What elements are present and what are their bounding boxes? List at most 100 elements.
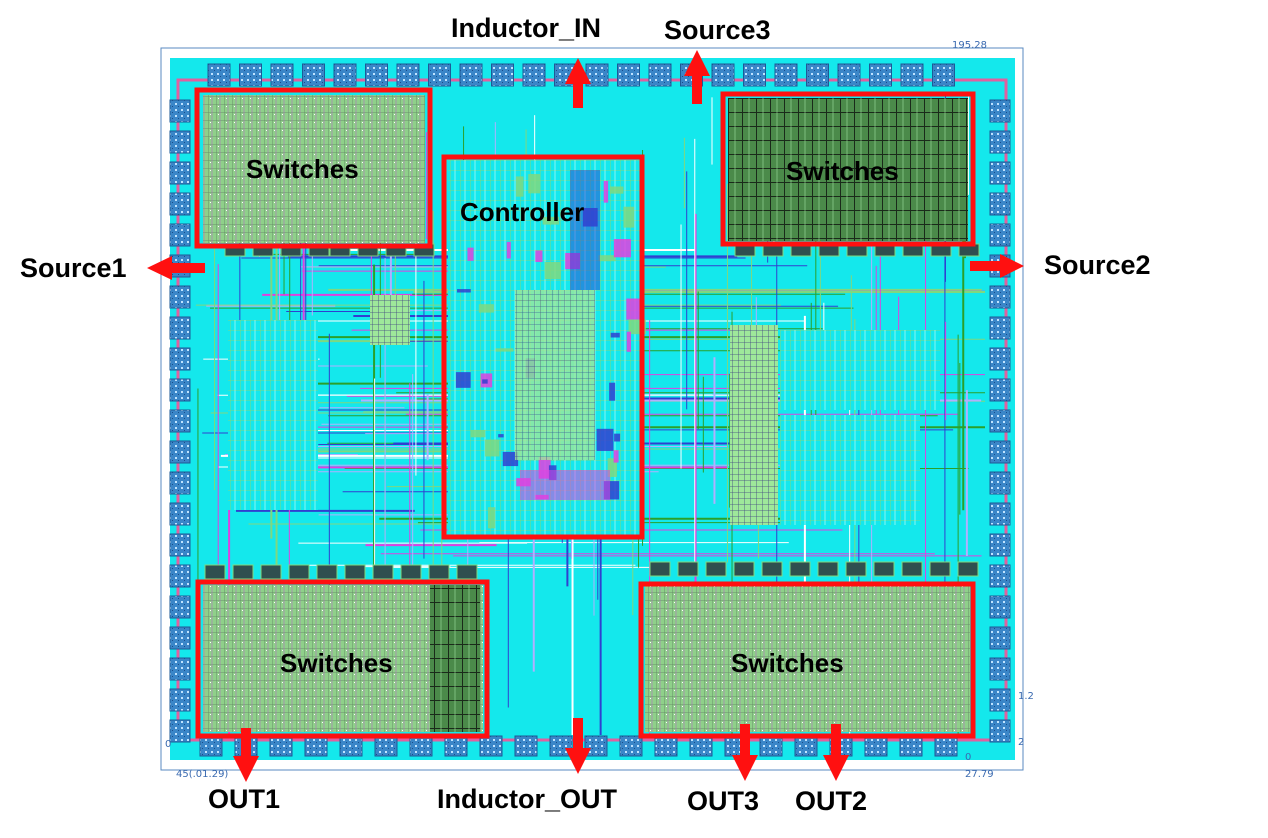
io-pad-top <box>711 63 735 87</box>
io-pad-top <box>648 63 672 87</box>
io-pad-left <box>169 347 191 371</box>
io-pad-left <box>169 223 191 247</box>
io-pad-right <box>989 130 1011 154</box>
io-pad-right <box>989 409 1011 433</box>
driver-cell <box>649 561 671 577</box>
arrow-out2 <box>823 724 849 781</box>
controller-cell <box>613 239 631 258</box>
io-pad-bottom <box>479 735 503 757</box>
arrow-inductor-in <box>565 58 591 108</box>
io-pad-right <box>989 440 1011 464</box>
controller-cells <box>455 170 646 529</box>
controller-cell <box>487 507 496 529</box>
io-pad-right <box>989 223 1011 247</box>
switches-box-bottom-left <box>195 579 490 739</box>
driver-cell <box>456 564 478 580</box>
controller-cell <box>598 255 616 262</box>
driver-cell <box>901 561 923 577</box>
controller-cell <box>542 216 560 225</box>
ruler-bottom-left-coord: 45(.01.29) <box>176 769 229 780</box>
driver-cell <box>288 564 310 580</box>
arrow-source3 <box>684 50 710 104</box>
io-pad-bottom <box>584 735 608 757</box>
io-pad-right <box>989 502 1011 526</box>
io-pad-bottom <box>899 735 923 757</box>
io-pad-top <box>869 63 892 87</box>
io-pad-top <box>270 63 294 87</box>
io-pad-top <box>333 63 357 87</box>
controller-cell <box>455 372 471 388</box>
io-pad-top <box>428 63 451 87</box>
io-pad-top <box>617 63 640 87</box>
driver-cell <box>260 564 282 580</box>
io-pad-left <box>169 533 191 557</box>
io-pad-top <box>837 63 861 87</box>
io-pad-ring <box>169 63 1011 757</box>
driver-cell <box>204 564 226 580</box>
io-pad-bottom <box>444 735 468 757</box>
controller-cell <box>626 298 641 320</box>
controller-core <box>515 290 595 460</box>
block-label-switches-bottom-right: Switches <box>731 648 844 678</box>
cell-region-left <box>228 320 318 510</box>
controller-output-bank <box>520 470 610 500</box>
io-pad-top <box>900 63 924 87</box>
controller-cell <box>609 382 616 401</box>
io-pad-right <box>989 347 1011 371</box>
controller-cell <box>544 261 561 280</box>
cell-region-right-mid <box>780 330 940 410</box>
io-pad-right <box>989 626 1011 650</box>
io-pad-left <box>169 688 191 712</box>
io-pad-right <box>989 595 1011 619</box>
driver-cell <box>733 561 755 577</box>
io-pad-bottom <box>934 735 958 757</box>
io-pad-left <box>169 316 191 340</box>
driver-cell <box>677 561 699 577</box>
io-pad-right <box>989 99 1011 123</box>
arrow-source2 <box>970 254 1024 278</box>
io-pad-right <box>989 285 1011 309</box>
arrow-inductor-out <box>565 718 591 774</box>
pin-label-source3: Source3 <box>664 15 771 45</box>
io-pad-bottom <box>374 735 398 757</box>
switches-box-top-right <box>720 91 976 247</box>
io-pad-top <box>365 63 388 87</box>
switches-box-top-left <box>194 87 433 249</box>
io-pad-bottom <box>199 735 223 757</box>
cell-region-right-upper <box>730 325 778 415</box>
io-pad-right <box>989 719 1011 743</box>
io-pad-bottom <box>269 735 293 757</box>
arrow-source1 <box>147 256 205 280</box>
driver-cell <box>873 561 895 577</box>
io-pad-bottom <box>514 735 538 757</box>
block-label-controller: Controller <box>460 197 585 227</box>
driver-cell <box>705 561 727 577</box>
switches-box-bottom-right <box>638 581 976 739</box>
io-pad-top <box>396 63 420 87</box>
ruler-right-zero: 0 <box>965 752 972 763</box>
io-pad-right <box>989 316 1011 340</box>
driver-cell <box>316 564 338 580</box>
controller-cell <box>502 451 519 467</box>
controller-cell <box>626 331 631 352</box>
io-pad-top <box>806 63 829 87</box>
ruler-bottom-right-coord: 27.79 <box>965 769 994 780</box>
io-pad-top <box>491 63 514 87</box>
ruler-bottom-left-zero: 0 <box>165 739 172 750</box>
io-pad-left <box>169 192 191 216</box>
arrow-out1 <box>233 728 259 782</box>
io-pad-bottom <box>409 735 433 757</box>
io-pad-left <box>169 719 191 743</box>
controller-cell <box>470 429 486 438</box>
driver-cell <box>372 564 394 580</box>
io-pad-left <box>169 657 191 681</box>
io-pad-right <box>989 161 1011 185</box>
driver-cell <box>929 561 951 577</box>
cell-region-right-lower <box>730 415 778 525</box>
io-pad-left <box>169 564 191 588</box>
switch-array-bottom-left-column <box>430 585 480 732</box>
controller-cell <box>478 304 494 313</box>
io-pad-top <box>932 63 955 87</box>
driver-cell <box>344 564 366 580</box>
io-pad-right <box>989 192 1011 216</box>
